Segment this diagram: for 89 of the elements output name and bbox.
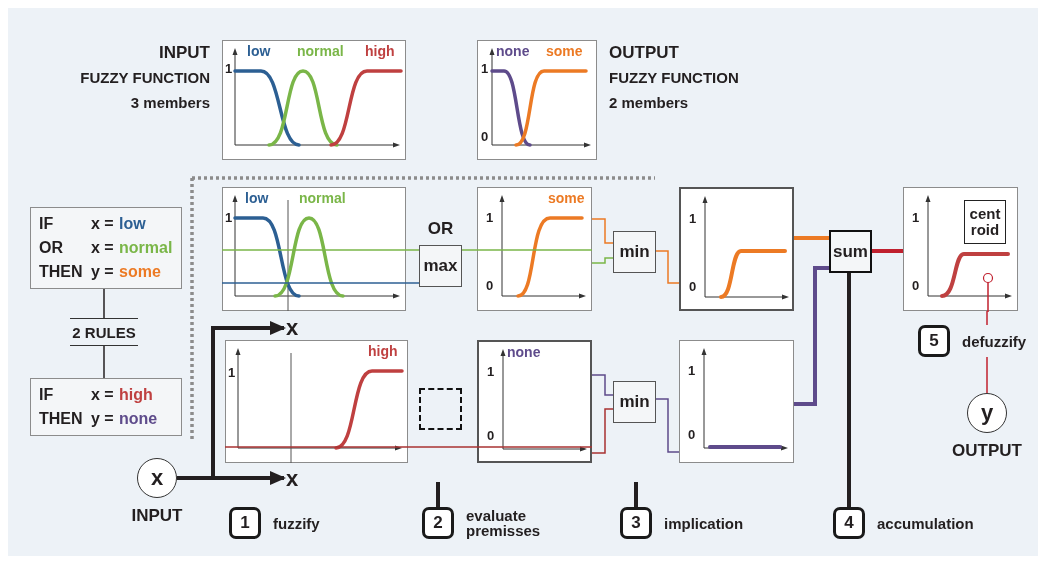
axis-value: 0 [487,428,495,444]
rule-variable: x = [91,238,115,258]
connector-line [461,249,593,251]
variable-label: x [284,467,300,491]
connector-line [591,374,614,396]
rule-keyword: THEN [39,409,84,429]
rule-count-label: 2 RULES [70,318,138,346]
connector-line [224,446,593,448]
axis-value: 0 [486,278,494,294]
axis-value: 0 [689,279,697,295]
panel-subtitle: FUZZY FUNCTION [609,68,739,88]
curve-label: none [496,43,530,59]
empty-operator-box [419,388,462,430]
step-number: 2 [422,507,454,539]
operator-label: OR [426,219,455,239]
axis-value: 1 [481,61,489,77]
centroid-box: cent roid [964,200,1006,244]
connector-line [847,273,851,507]
axis-value: 0 [481,129,489,145]
operator-box: sum [829,230,872,273]
curve-label: high [368,343,398,359]
axis-value: 1 [487,364,495,380]
connector-line [591,408,614,454]
rule-value: some [119,262,162,282]
rule-keyword: IF [39,385,55,405]
connector-line [591,257,614,264]
step-label: fuzzify [273,515,320,531]
panel-title: OUTPUT [609,42,679,64]
connector-line [221,282,420,284]
step-label: implication [664,515,744,531]
io-label: OUTPUT [952,441,1022,461]
axis-value: 1 [688,363,696,379]
connector-line [655,398,680,453]
variable-label: x [284,316,300,340]
io-label: INPUT [131,506,183,526]
connector-line [794,266,829,406]
operator-box: min [613,231,656,273]
step-label: accumulation [877,515,974,531]
step-label: evaluate premisses [466,508,541,538]
rule-variable: y = [91,409,115,429]
rule-value: normal [119,238,173,258]
curve-label: low [247,43,271,59]
connector-line [655,250,680,284]
step-number: 4 [833,507,865,539]
panel-subtitle: FUZZY FUNCTION [80,68,210,88]
step-number: 3 [620,507,652,539]
rule-variable: y = [91,262,115,282]
connector-line [103,288,105,319]
connector-line [872,249,903,253]
curve-label: some [546,43,583,59]
connector-line [986,310,988,326]
connector-line [103,345,105,379]
connector-line [634,482,638,507]
curve-label: low [245,190,269,206]
rule-keyword: THEN [39,262,84,282]
rule-value: none [119,409,159,429]
rule-keyword: IF [39,214,55,234]
connector-line [986,356,988,394]
connector-line [794,236,829,240]
axis-value: 1 [225,210,233,226]
step-label: defuzzify [962,333,1027,349]
connector-line [436,482,440,507]
arrow [177,321,286,480]
panel-title: INPUT [159,42,210,64]
panel-subtitle: 2 members [609,93,689,113]
curve-label: normal [299,190,346,206]
curve-label: normal [297,43,344,59]
connector-line [221,249,420,251]
operator-box: min [613,381,656,423]
curve-label: none [507,344,541,360]
step-number: 5 [918,325,950,357]
axis-value: 1 [228,365,236,381]
axis-value: 0 [912,278,920,294]
rule-variable: x = [91,214,115,234]
axis-value: 1 [912,210,920,226]
axis-value: 1 [486,210,494,226]
connector-line [591,218,614,244]
axis-value: 0 [688,427,696,443]
rule-keyword: OR [39,238,64,258]
rule-variable: x = [91,385,115,405]
panel-subtitle: 3 members [130,93,210,113]
axis-value: 1 [689,211,697,227]
curve-label: high [365,43,395,59]
step-number: 1 [229,507,261,539]
rule-value: high [119,385,154,405]
operator-box: max [419,245,462,287]
curve-label: some [548,190,585,206]
rule-value: low [119,214,147,234]
axis-value: 1 [225,61,233,77]
